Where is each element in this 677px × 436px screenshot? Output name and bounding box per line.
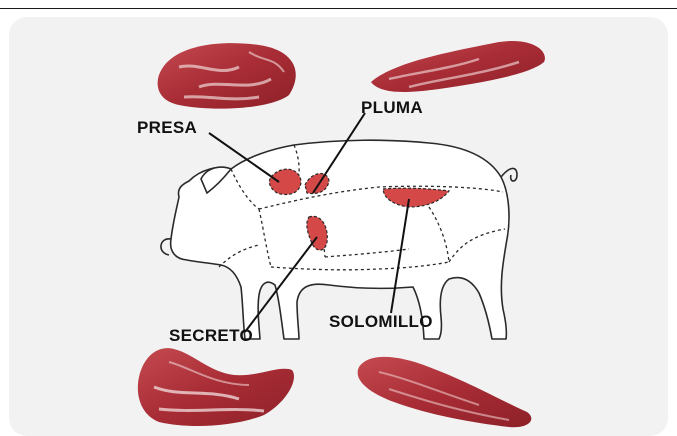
- secreto-label: SECRETO: [169, 326, 253, 345]
- pluma-meat-image: [371, 41, 545, 92]
- secreto-meat-image: [138, 348, 294, 426]
- solomillo-label: SOLOMILLO: [329, 312, 433, 331]
- presa-meat-image: [158, 43, 296, 109]
- solomillo-meat-image: [358, 357, 532, 427]
- pork-cuts-diagram: PRESA PLUMA SECRETO SOLOMILLO: [9, 17, 668, 436]
- pork-cuts-card: PRESA PLUMA SECRETO SOLOMILLO: [9, 17, 668, 436]
- presa-label: PRESA: [137, 118, 197, 137]
- pluma-label: PLUMA: [361, 98, 423, 117]
- pig-tail: [501, 168, 517, 181]
- pig-snout: [161, 239, 171, 255]
- top-divider: [0, 0, 677, 9]
